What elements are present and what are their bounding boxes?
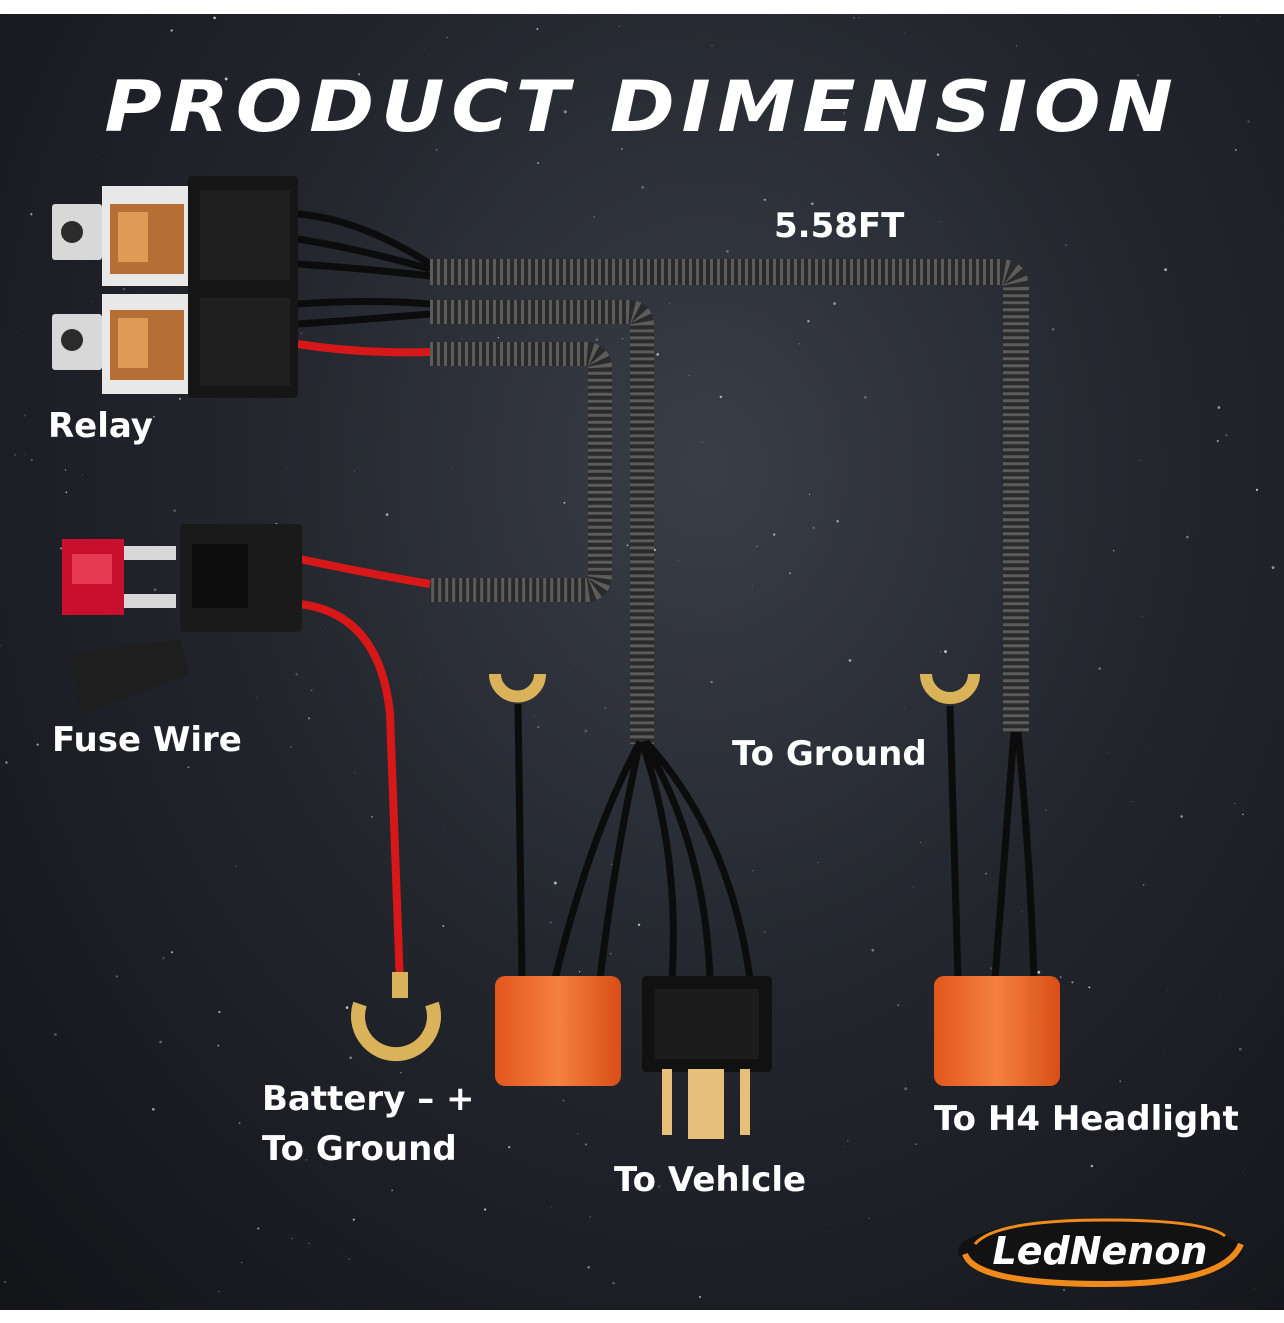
relay-bottom [52,286,298,398]
brand-logo: LedNenon [955,1214,1245,1288]
relay-top [52,176,298,294]
orange-connector-right [934,976,1060,1086]
h4-vehicle-plug [642,976,772,1139]
relay-red-wire [297,340,431,357]
wiring-diagram [52,176,1060,1139]
length-label: 5.58FT [774,206,905,246]
ground-terminal-right [920,673,980,980]
to-headlight-label: To H4 Headlight [934,1099,1239,1139]
battery-label-line2: To Ground [262,1129,457,1169]
product-canvas: PRODUCT DIMENSION [0,14,1284,1310]
to-vehicle-label: To Vehlcle [614,1160,807,1200]
battery-ring-terminal [351,972,441,1062]
battery-red-wire [299,600,404,985]
fuse-red-wire-top [299,555,431,588]
headlight-branch-wires [991,731,1038,980]
vehicle-branch-wires [551,739,754,980]
ground-terminal-left [489,673,546,980]
fuse-wire-label: Fuse Wire [52,720,242,760]
harness-loom [430,259,1029,744]
relay-label: Relay [48,406,153,446]
fuse-holder [62,524,302,714]
brand-name: LedNenon [992,1229,1208,1273]
relay-wires [297,210,432,328]
page-title: PRODUCT DIMENSION [104,66,1180,148]
logo-ring-icon [958,1218,1244,1288]
to-ground-label: To Ground [732,734,927,774]
battery-label-line1: Battery – + [262,1079,475,1119]
orange-connector-left [495,976,621,1086]
